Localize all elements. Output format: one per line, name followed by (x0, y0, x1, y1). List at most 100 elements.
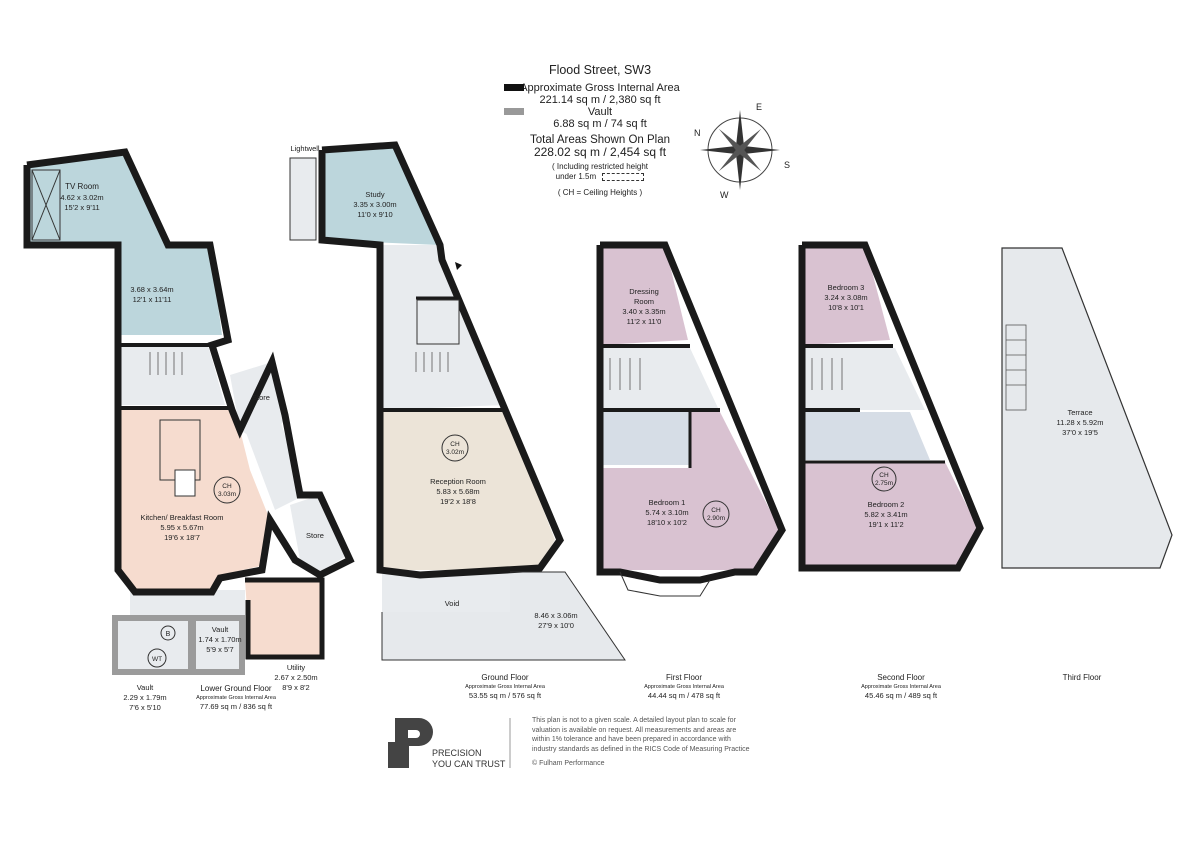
reception-name: Reception Room (430, 477, 486, 486)
bedroom-2-metric: 5.82 x 3.41m (864, 510, 907, 519)
restricted-note-1: ( Including restricted height (551, 162, 649, 171)
ground-walls (318, 141, 564, 579)
reception-area (380, 410, 555, 570)
terrace-area (1001, 247, 1173, 569)
legend-swatch-gia (504, 84, 524, 91)
disclaimer-line-2: valuation is available on request. All m… (532, 726, 737, 734)
vault-left-imperial: 7'6 x 5'10 (129, 703, 161, 712)
ground-floor-plan: Lightwell Study 3.35 x 3.00m 11'0 x 9'10… (289, 141, 626, 700)
restricted-note-row: under 1.5m (480, 172, 720, 182)
reception-imperial: 19'2 x 18'8 (440, 497, 476, 506)
kitchen-imperial: 19'6 x 18'7 (164, 533, 200, 542)
bedroom-1-metric: 5.74 x 3.10m (645, 508, 688, 517)
ceiling-note: ( CH = Ceiling Heights ) (557, 188, 643, 197)
ground-floor-area: 53.55 sq m / 576 sq ft (469, 691, 542, 700)
legend-vault: Vault 6.88 sq m / 74 sq ft (480, 106, 720, 130)
legend-gia-value: 221.14 sq m / 2,380 sq ft (539, 94, 661, 106)
second-floor-name: Second Floor (877, 673, 925, 682)
reception-metric: 5.83 x 5.68m (436, 487, 479, 496)
ground-stairs-icon (415, 352, 449, 372)
ch-bedroom-2-circle (871, 466, 897, 492)
dressing-metric: 3.40 x 3.35m (622, 307, 665, 316)
void-area (382, 572, 510, 612)
third-stairs-icon (1005, 324, 1027, 411)
study-name: Study (365, 190, 384, 199)
store-corridor-area (245, 420, 305, 510)
terrace-metric: 11.28 x 5.92m (1057, 418, 1104, 427)
entrance-arrow-icon (455, 262, 462, 270)
vault-right-metric: 1.74 x 1.70m (198, 635, 241, 644)
second-floor-plan: Bedroom 3 3.24 x 3.08m 10'8 x 10'1 CH 2.… (798, 241, 984, 700)
skylight-diag-2 (31, 169, 61, 241)
second-bath-area (804, 412, 930, 460)
first-floor-area: 44.44 sq m / 478 sq ft (648, 691, 721, 700)
second-floor-area: 45.46 sq m / 489 sq ft (865, 691, 938, 700)
third-floor-name: Third Floor (1063, 673, 1102, 682)
first-floor-name: First Floor (666, 673, 702, 682)
utility-metric: 2.67 x 2.50m (274, 673, 317, 682)
tv-ext-imperial: 12'1 x 11'11 (133, 295, 172, 304)
restricted-note-2: under 1.5m (555, 172, 597, 181)
second-hall-area (802, 348, 925, 410)
bedroom-1-name: Bedroom 1 (649, 498, 686, 507)
property-title: Flood Street, SW3 (548, 63, 652, 77)
copyright: © Fulham Performance (532, 760, 605, 767)
legend-vault-label: Vault (587, 106, 613, 118)
store-2-area (290, 495, 348, 572)
study-metric: 3.35 x 3.00m (353, 200, 396, 209)
first-bath-area (602, 412, 690, 465)
tv-room-metric: 4.62 x 3.02m (60, 193, 103, 202)
first-floor-sub: Approximate Gross Internal Area (644, 684, 725, 690)
legend-swatch-vault (504, 108, 524, 115)
second-stairs-icon (811, 358, 843, 390)
dressing-name-2: Room (634, 297, 654, 306)
total-value: 228.02 sq m / 2,454 sq ft (533, 145, 667, 159)
lower-floor-sub: Approximate Gross Internal Area (196, 695, 277, 701)
vault-left-inner (118, 621, 188, 669)
dressing-name: Dressing (629, 287, 659, 296)
third-floor-plan: Terrace 11.28 x 5.92m 37'0 x 19'5 Third … (1001, 247, 1173, 682)
kitchen-name: Kitchen/ Breakfast Room (141, 513, 224, 522)
tv-room-name: TV Room (65, 182, 99, 191)
ch-reception-circle (441, 434, 469, 462)
bedroom-1-ch: CH (711, 507, 721, 514)
bedroom-1-area (602, 412, 780, 570)
void-label: Void (445, 599, 460, 608)
lower-floor-name: Lower Ground Floor (200, 684, 271, 693)
first-floor-plan: Dressing Room 3.40 x 3.35m 11'2 x 11'0 B… (596, 241, 786, 700)
disclaimer-line-4: industry standards as defined in the RIC… (532, 745, 750, 753)
ch-kitchen-circle (213, 476, 241, 504)
utility-imperial: 8'9 x 8'2 (282, 683, 309, 692)
lower-hall-area (118, 345, 225, 405)
compass-s: S (784, 160, 790, 170)
water-tank-icon (147, 648, 167, 668)
kitchen-area (118, 410, 270, 590)
dressing-imperial: 11'2 x 11'0 (627, 317, 662, 326)
bedroom-2-imperial: 19'1 x 11'2 (868, 520, 903, 529)
skylight-icon (31, 169, 61, 241)
first-hall-area (600, 348, 718, 408)
boiler-label: B (166, 631, 171, 638)
bay-window (619, 571, 711, 597)
lower-floor-area: 77.69 sq m / 836 sq ft (200, 702, 273, 711)
vault-right-imperial: 5'9 x 5'7 (206, 645, 233, 654)
reception-ch: CH (450, 441, 460, 448)
ground-terrace-outline (381, 571, 626, 661)
compass-icon: N E S W (694, 102, 790, 200)
compass-e: E (756, 102, 762, 112)
brand-line-1: PRECISION (432, 748, 482, 758)
lower-ground-floor-plan: TV Room 4.62 x 3.02m 15'2 x 9'11 3.68 x … (23, 148, 355, 712)
dressing-area (600, 245, 688, 345)
compass-w: W (720, 190, 729, 200)
study-area (322, 145, 438, 245)
boiler-icon (160, 625, 176, 641)
second-floor-sub: Approximate Gross Internal Area (861, 684, 942, 690)
bedroom-2-name: Bedroom 2 (868, 500, 905, 509)
first-stairs-icon (609, 358, 641, 390)
store-1-name: Store (252, 393, 270, 402)
total-label: Total Areas Shown On Plan (530, 134, 670, 146)
vault-left-name: Vault (137, 683, 154, 692)
lower-front-area (130, 590, 245, 615)
store-2-name: Store (306, 531, 324, 540)
